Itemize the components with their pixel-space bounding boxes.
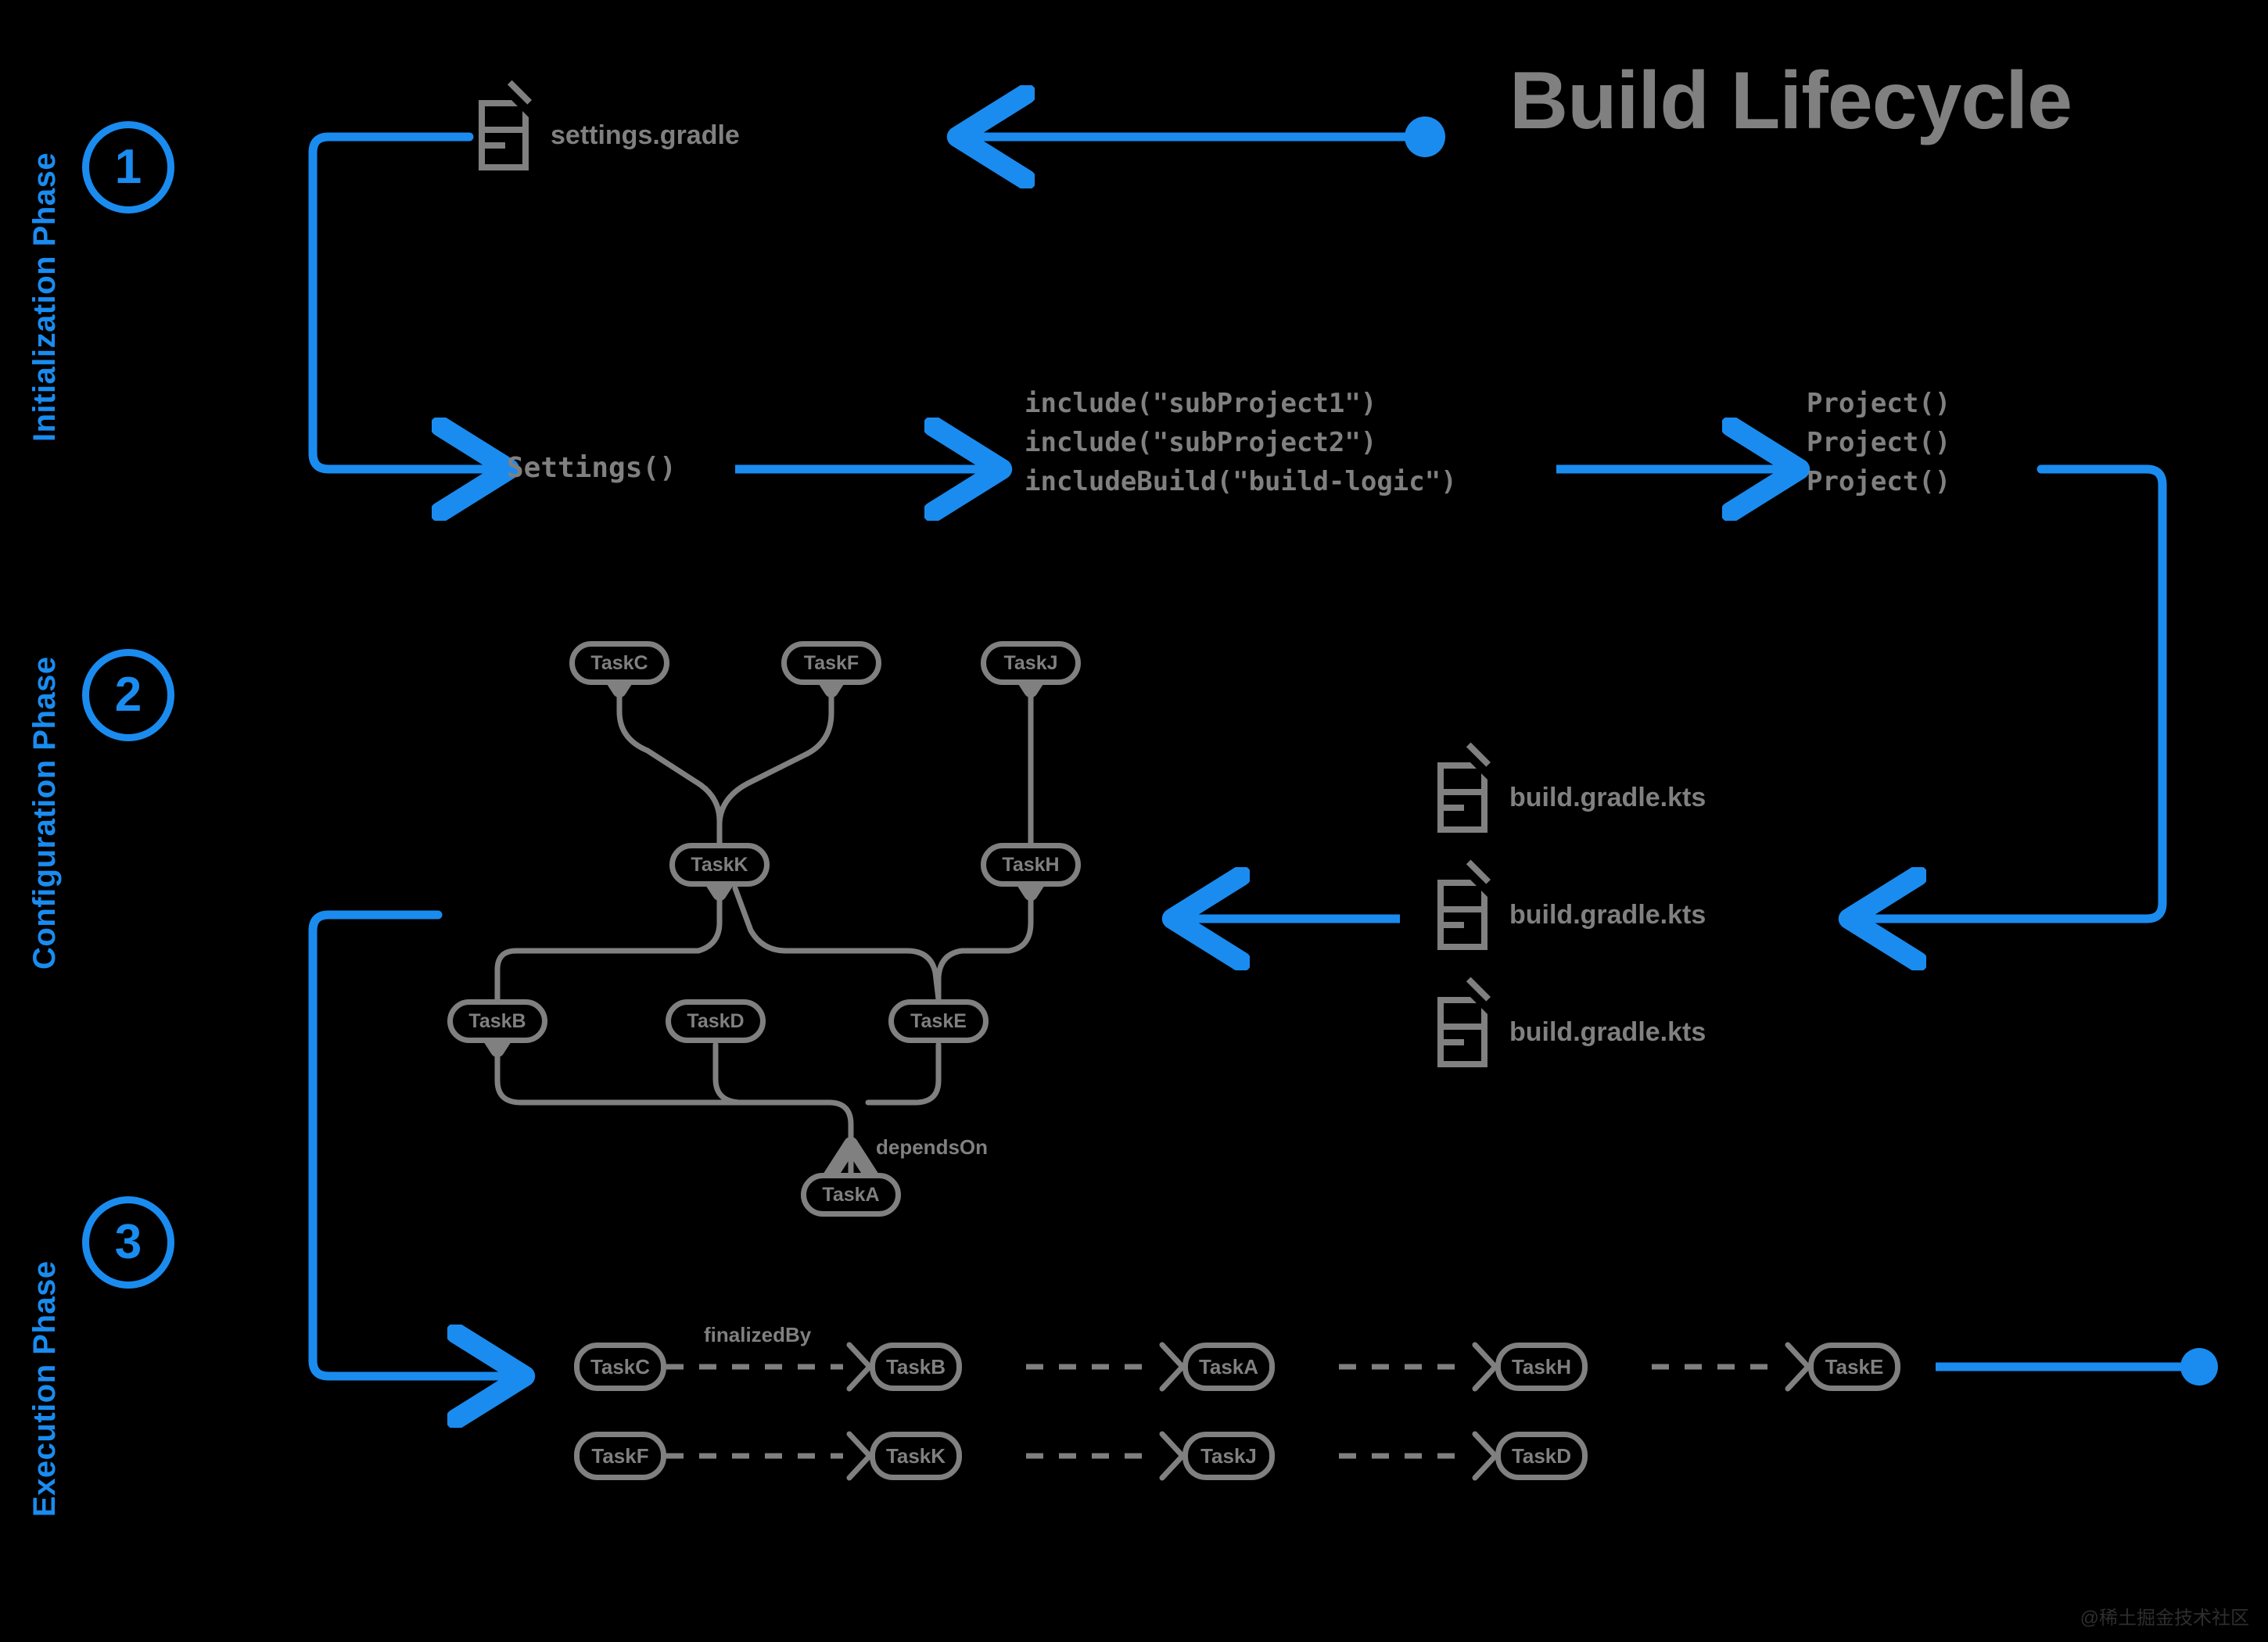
file-icon xyxy=(1437,977,1491,1067)
execution-edge-note: finalizedBy xyxy=(704,1323,812,1346)
build-gradle-label-2: build.gradle.kts xyxy=(1509,899,1706,930)
arrow-taskgraph-to-execution xyxy=(308,910,516,1376)
file-icon xyxy=(479,80,532,170)
exec-task-node[interactable]: TaskH xyxy=(1495,1343,1588,1391)
exec-task-node[interactable]: TaskB xyxy=(870,1343,962,1391)
settings-gradle-file: settings.gradle xyxy=(479,80,740,170)
build-gradle-file-1: build.gradle.kts xyxy=(1437,742,1706,833)
task-node[interactable]: TaskK xyxy=(669,843,770,887)
file-icon xyxy=(1437,859,1491,950)
phase-number-2: 2 xyxy=(82,649,174,741)
project-line-3: Project() xyxy=(1807,466,1951,497)
taskgraph-edges xyxy=(497,685,1031,1173)
phase-number-1: 1 xyxy=(82,121,174,213)
task-node[interactable]: TaskD xyxy=(666,999,766,1043)
page-title: Build Lifecycle xyxy=(1509,56,2072,146)
exec-task-node[interactable]: TaskD xyxy=(1495,1432,1588,1480)
settings-call-label: Settings() xyxy=(507,452,676,484)
phase-label-configuration: Configuration Phase xyxy=(27,656,62,970)
phase-number-3: 3 xyxy=(82,1196,174,1289)
project-line-1: Project() xyxy=(1807,388,1951,419)
file-icon xyxy=(1437,742,1491,833)
build-gradle-file-2: build.gradle.kts xyxy=(1437,859,1706,950)
taskgraph-edge-note: dependsOn xyxy=(876,1135,989,1159)
task-node[interactable]: TaskB xyxy=(447,999,547,1043)
exec-task-node[interactable]: TaskE xyxy=(1808,1343,1900,1391)
build-gradle-label-3: build.gradle.kts xyxy=(1509,1016,1706,1047)
exec-task-node[interactable]: TaskC xyxy=(574,1343,666,1391)
exec-task-node[interactable]: TaskF xyxy=(574,1432,666,1480)
include-line-3: includeBuild("build-logic") xyxy=(1025,466,1457,497)
settings-gradle-label: settings.gradle xyxy=(551,120,740,150)
arrow-execution-exit xyxy=(1936,1348,2218,1386)
include-line-2: include("subProject2") xyxy=(1025,427,1377,458)
exec-task-node[interactable]: TaskJ xyxy=(1182,1432,1275,1480)
phase-label-initialization: Initialization Phase xyxy=(27,152,62,442)
arrow-top-entry xyxy=(966,117,1445,157)
build-gradle-file-3: build.gradle.kts xyxy=(1437,977,1706,1067)
arrow-settings-elbow xyxy=(308,132,501,469)
task-node[interactable]: TaskF xyxy=(781,641,881,685)
task-node[interactable]: TaskA xyxy=(801,1173,901,1217)
task-node[interactable]: TaskC xyxy=(569,641,669,685)
exec-task-node[interactable]: TaskK xyxy=(870,1432,962,1480)
include-line-1: include("subProject1") xyxy=(1025,388,1377,419)
watermark: @稀土掘金技术社区 xyxy=(2080,1608,2249,1629)
execution-row1-arrowheads xyxy=(846,1342,1811,1392)
task-node[interactable]: TaskH xyxy=(981,843,1081,887)
task-node[interactable]: TaskJ xyxy=(981,641,1081,685)
build-gradle-label-1: build.gradle.kts xyxy=(1509,782,1706,812)
arrow-projects-to-buildfiles xyxy=(1857,464,2167,919)
task-node[interactable]: TaskE xyxy=(888,999,989,1043)
exec-task-node[interactable]: TaskA xyxy=(1182,1343,1275,1391)
phase-label-execution: Execution Phase xyxy=(27,1260,62,1517)
project-line-2: Project() xyxy=(1807,427,1951,458)
